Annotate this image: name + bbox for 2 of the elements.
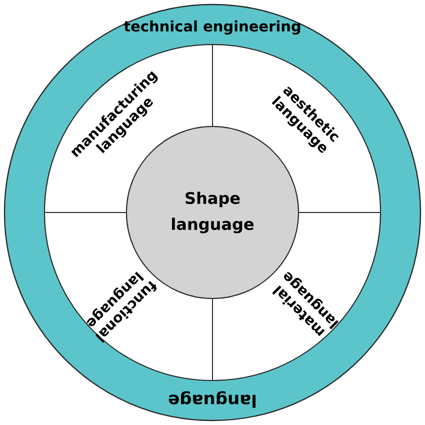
ring-label: technical engineering — [124, 20, 300, 35]
ring-label: language — [168, 391, 256, 408]
